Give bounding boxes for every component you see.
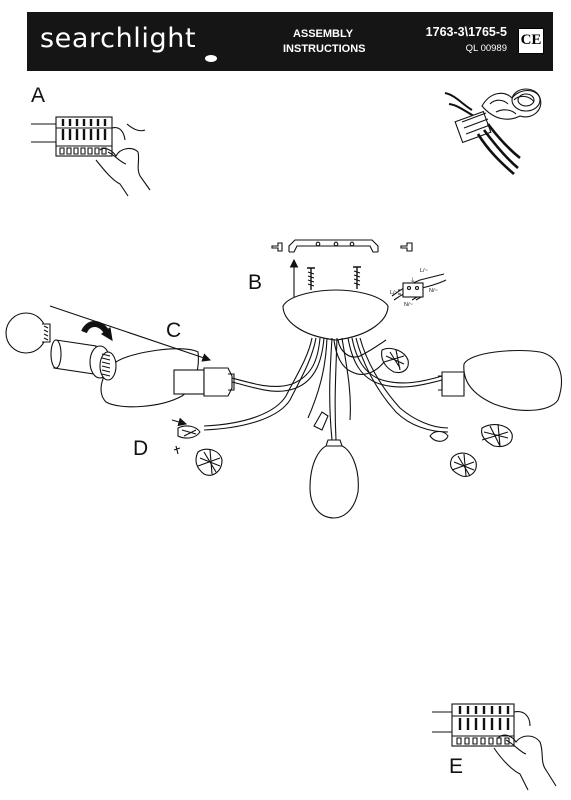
step-label-a: A	[31, 84, 46, 107]
wiring-diagram-b	[391, 273, 447, 301]
brand-logo-mark	[205, 55, 217, 62]
crystal-drop-icon	[449, 452, 477, 477]
right-glass-shade	[463, 350, 562, 411]
bulb-icon	[5, 312, 51, 354]
hand-a	[95, 147, 151, 197]
neutral-label: N/~	[429, 288, 438, 294]
earth-label: ⏚	[410, 277, 416, 284]
live-label-2: L/~	[390, 290, 398, 296]
terminal-block-icon	[31, 116, 146, 157]
step-label-e: E	[449, 755, 464, 778]
brand-logo: searchlight	[40, 23, 197, 54]
crystal-drop-icon	[481, 423, 513, 448]
terminal-block-icon	[432, 703, 531, 747]
step-label-c: C	[166, 319, 182, 342]
document-title-line-1: ASSEMBLY	[292, 28, 354, 40]
neutral-label-2: N/~	[404, 302, 413, 308]
arm-right-short	[355, 337, 449, 433]
arm-left-short	[203, 337, 317, 431]
model-numbers: 1763-3\1765-5	[425, 25, 507, 39]
step-label-b: B	[248, 271, 263, 294]
step-label-d: D	[133, 437, 149, 460]
document-title-line-2: INSTRUCTIONS	[283, 43, 366, 55]
center-glass-shade	[309, 443, 359, 519]
ceiling-canopy	[282, 289, 389, 341]
live-label: L/~	[420, 268, 428, 274]
arm-center	[329, 337, 333, 441]
header-bar: searchlight ASSEMBLY INSTRUCTIONS 1763-3…	[27, 12, 553, 71]
hand-e	[493, 734, 557, 791]
wire-connector-icon	[444, 88, 542, 175]
crystal-drop-icon	[381, 347, 409, 374]
ce-mark: CE	[518, 28, 544, 54]
document-code: QL 00989	[465, 43, 507, 54]
crystal-drop-icon	[195, 448, 223, 476]
document-title: ASSEMBLY INSTRUCTIONS	[283, 27, 366, 57]
mounting-bracket-icon	[271, 239, 413, 300]
